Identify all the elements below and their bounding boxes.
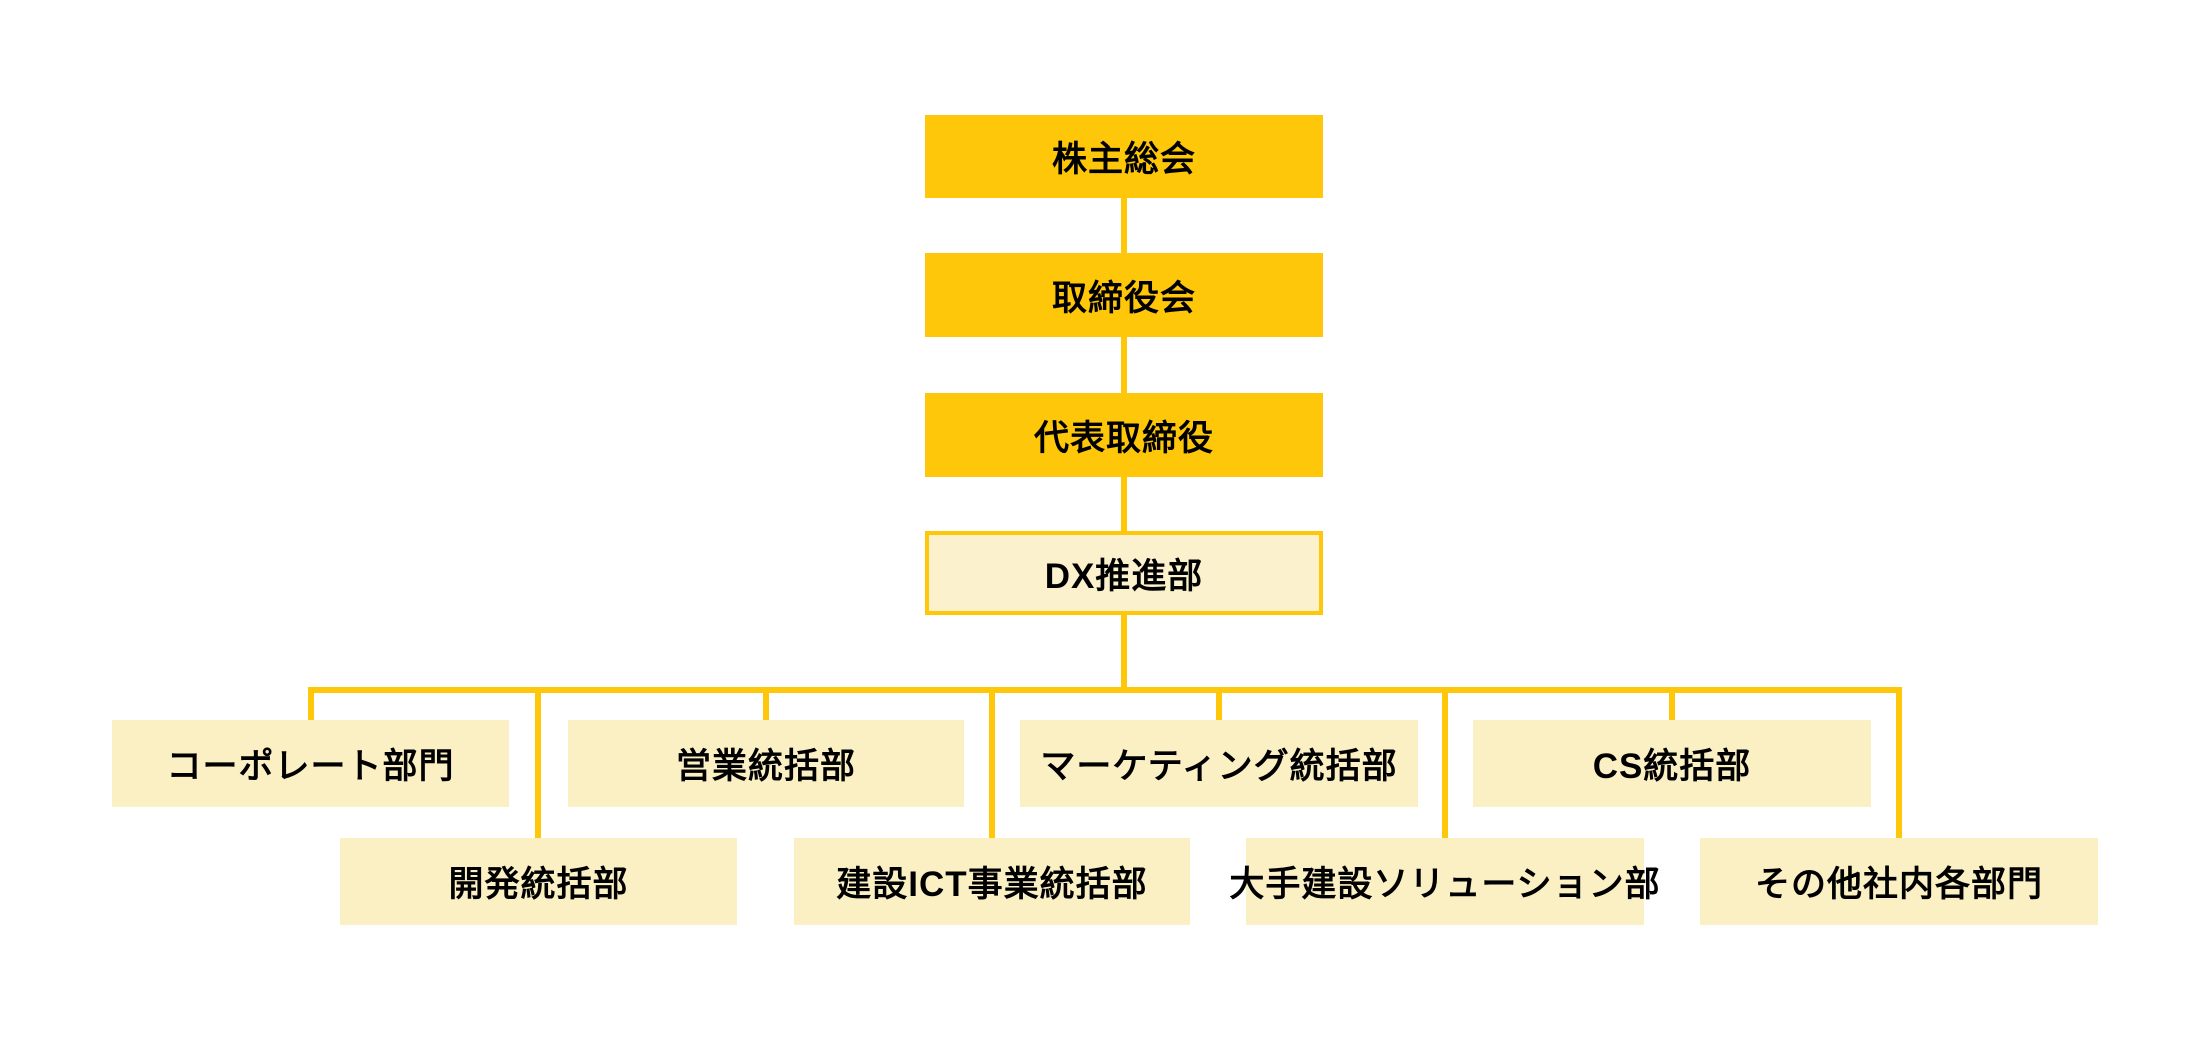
connector-drop-other [1896,693,1902,838]
org-node-shareholders-meeting: 株主総会 [925,115,1323,198]
org-node-major-construction-solution-dept: 大手建設ソリューション部 [1229,838,1660,925]
org-node-marketing-general-dept: マーケティング統括部 [1020,720,1418,807]
connector-dx-stem [1121,615,1127,688]
org-node-corporate-division: コーポレート部門 [112,720,509,807]
connector-drop-marketing [1216,693,1222,720]
org-node-dx-promotion-dept: DX推進部 [925,531,1323,615]
connector-drop-corporate [308,693,314,720]
org-node-construction-ict-general-dept: 建設ICT事業統括部 [794,838,1190,925]
connector-board-ceo [1121,337,1127,393]
connector-shareholders-board [1121,198,1127,253]
connector-rail [308,687,1902,693]
org-node-development-general-dept: 開発統括部 [340,838,737,925]
org-node-sales-general-dept: 営業統括部 [568,720,964,807]
connector-drop-construction [989,693,995,838]
connector-ceo-dx [1121,477,1127,531]
org-node-board-of-directors: 取締役会 [925,253,1323,337]
connector-drop-sales [763,693,769,720]
org-node-representative-director: 代表取締役 [925,393,1323,477]
connector-drop-development [535,693,541,838]
connector-drop-cs [1669,693,1675,720]
connector-drop-major [1442,693,1448,838]
org-node-cs-general-dept: CS統括部 [1473,720,1871,807]
org-node-other-internal-departments: その他社内各部門 [1700,838,2098,925]
